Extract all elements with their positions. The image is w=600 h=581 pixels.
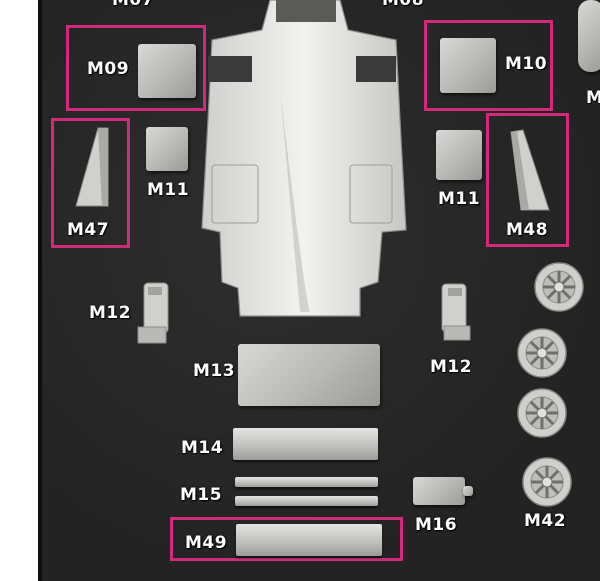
part-label-m15: M15 xyxy=(180,485,223,505)
chassis-body-part xyxy=(201,0,407,317)
part-label-m16: M16 xyxy=(415,515,458,535)
part-m14 xyxy=(233,428,378,460)
part-m11-right xyxy=(436,130,482,180)
part-m09 xyxy=(138,44,196,98)
part-label-m13: M13 xyxy=(193,361,236,381)
part-m12-right xyxy=(441,283,471,341)
part-m48 xyxy=(510,129,550,211)
part-label-m12-left: M12 xyxy=(89,303,132,323)
part-label-m11-right: M11 xyxy=(438,189,481,209)
wheel-part-3 xyxy=(517,388,567,438)
part-m15-upper xyxy=(235,477,378,487)
part-label-m12-right: M12 xyxy=(430,357,473,377)
part-label-m08: M08 xyxy=(382,0,425,10)
part-m11-left xyxy=(146,127,188,171)
part-m16 xyxy=(413,477,465,505)
part-m10 xyxy=(440,38,496,93)
part-m16-tab xyxy=(463,486,473,496)
highlight-box-m10 xyxy=(424,20,553,111)
wheel-part-1 xyxy=(534,262,584,312)
part-edge-right xyxy=(578,0,600,72)
part-label-m09: M09 xyxy=(87,59,130,79)
part-label-m07: M07 xyxy=(112,0,155,10)
part-label-m47: M47 xyxy=(67,220,110,240)
part-m12-left xyxy=(137,282,169,344)
highlight-box-m09 xyxy=(66,25,206,111)
part-label-m42: M42 xyxy=(524,511,567,531)
part-m47 xyxy=(75,127,109,207)
part-label-m14: M14 xyxy=(181,438,224,458)
highlight-box-m48 xyxy=(486,113,569,247)
photo-left-border xyxy=(38,0,42,581)
wheel-part-4 xyxy=(522,457,572,507)
part-label-m-edge: M xyxy=(586,88,600,108)
wheel-part-2 xyxy=(517,328,567,378)
part-m49 xyxy=(236,524,382,556)
part-label-m49: M49 xyxy=(185,533,228,553)
part-label-m48: M48 xyxy=(506,220,549,240)
part-m13 xyxy=(238,344,380,406)
part-m15-lower xyxy=(235,496,378,506)
highlight-box-m49 xyxy=(170,517,403,561)
part-label-m11-left: M11 xyxy=(147,180,190,200)
highlight-box-m47 xyxy=(51,118,130,248)
part-label-m10: M10 xyxy=(505,54,548,74)
